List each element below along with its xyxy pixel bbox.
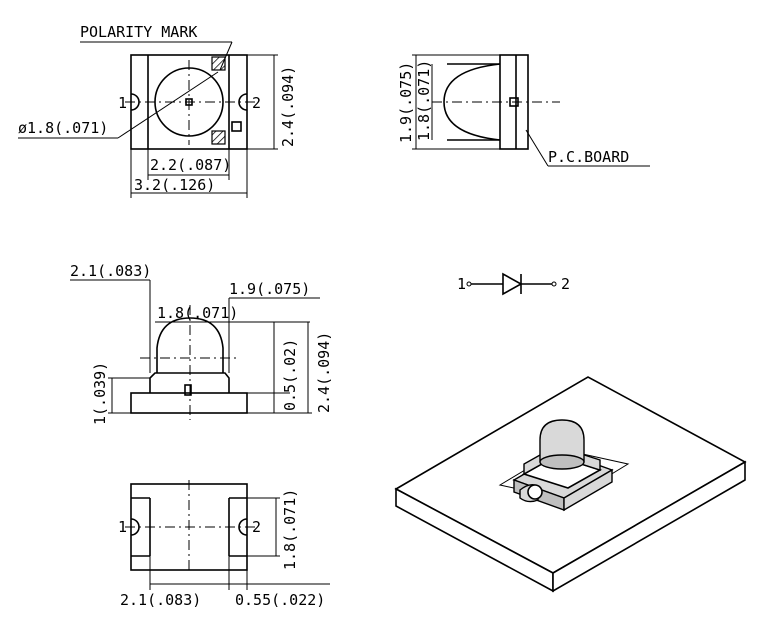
pad-spacing-dimension: 2.1(.083) [120, 591, 201, 609]
front-total-height-dimension: 2.4(.094) [315, 332, 333, 413]
front-width-dimension: 2.1(.083) [70, 262, 151, 280]
diode-pin-1-label: 1 [457, 275, 466, 293]
lens-inner-dimension: 1.8(.071) [157, 304, 238, 322]
lens-outer-dimension: 1.9(.075) [229, 280, 310, 298]
pc-board-label: P.C.BOARD [548, 148, 629, 166]
pad-height-dimension: 1.8(.071) [281, 489, 299, 570]
pad-view: 1 2 1.8(.071) 2.1(.083) 0.55(.022) [118, 480, 330, 609]
side-view: 1.9(.075) 1.8(.071) P.C.BOARD [397, 54, 650, 167]
base-height-dimension: 0.5(.02) [281, 339, 299, 411]
total-height-dimension: 1.9(.075) [397, 62, 415, 143]
inner-width-dimension: 2.2(.087) [150, 156, 231, 174]
pin-2-label: 2 [252, 94, 261, 112]
side-height-dimension: 1(.039) [91, 362, 109, 425]
top-view: POLARITY MARK 1 2 ø1.8(.071) 2.2(.087) 3… [18, 23, 297, 198]
pad-pin-2-label: 2 [252, 518, 261, 536]
diode-symbol: 1 2 [457, 272, 570, 296]
front-view: 2.1(.083) 1.9(.075) 1.8(.071) 0.5(.02) 2… [70, 262, 333, 425]
outer-width-dimension: 3.2(.126) [134, 176, 215, 194]
pad-width-dimension: 0.55(.022) [235, 591, 325, 609]
polarity-mark-icon [211, 56, 226, 71]
front-base [130, 392, 248, 414]
lens-height-dimension: 1.8(.071) [415, 60, 433, 141]
polarity-mark-label: POLARITY MARK [80, 23, 197, 41]
diameter-dimension: ø1.8(.071) [18, 119, 108, 137]
height-dimension: 2.4(.094) [279, 66, 297, 147]
pad-pin-1-label: 1 [118, 518, 127, 536]
isometric-view [394, 376, 747, 593]
pin-1-label: 1 [118, 94, 127, 112]
polarity-mark-icon [211, 130, 226, 145]
diode-pin-2-label: 2 [561, 275, 570, 293]
